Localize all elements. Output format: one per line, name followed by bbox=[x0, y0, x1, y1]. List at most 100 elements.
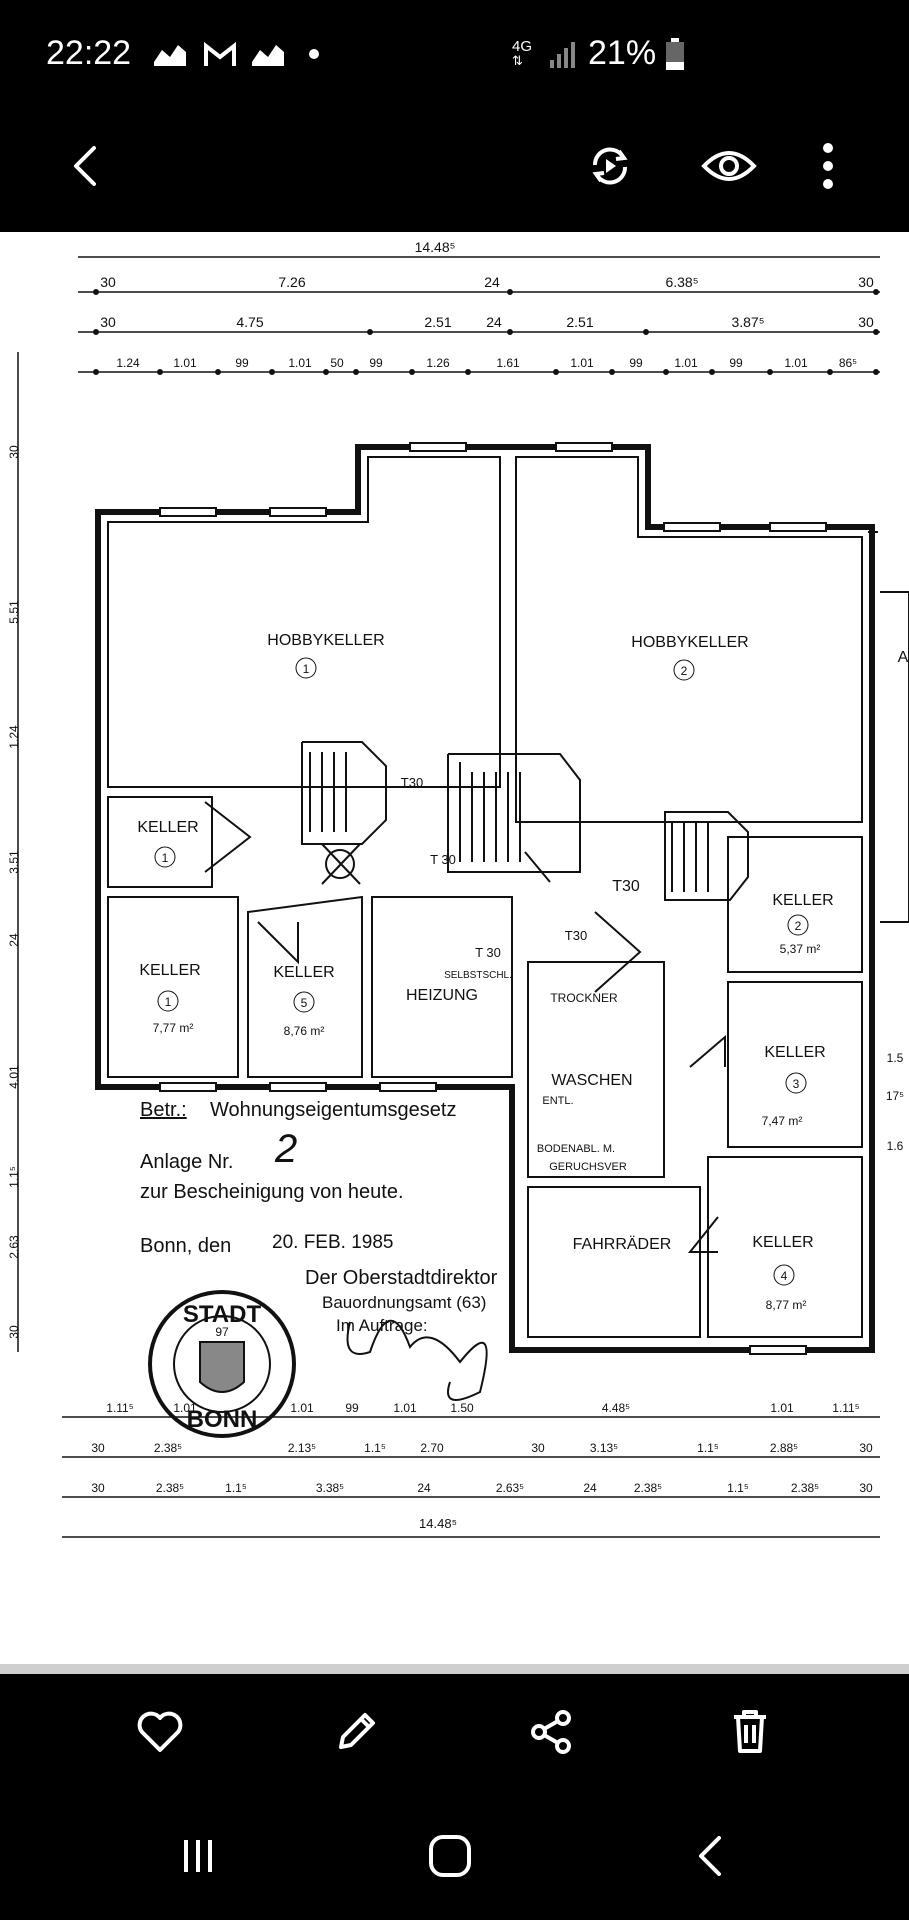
svg-text:7,77 m²: 7,77 m² bbox=[153, 1021, 194, 1035]
svg-text:2.38⁵: 2.38⁵ bbox=[154, 1441, 182, 1455]
room-keller-5: KELLER bbox=[273, 964, 334, 981]
room-keller-2: KELLER bbox=[772, 892, 833, 909]
svg-text:99: 99 bbox=[729, 356, 743, 370]
svg-text:50: 50 bbox=[330, 356, 344, 370]
svg-text:17⁵: 17⁵ bbox=[886, 1089, 904, 1103]
battery-icon bbox=[666, 38, 684, 70]
floor-plan-image: 14.48⁵ 30 7.26 24 6.38⁵ 30 30 4.75 2.51 … bbox=[0, 239, 909, 1674]
back-icon[interactable] bbox=[60, 136, 110, 196]
svg-text:1.1⁵: 1.1⁵ bbox=[727, 1481, 749, 1495]
svg-text:30: 30 bbox=[91, 1441, 105, 1455]
svg-text:1.1⁵: 1.1⁵ bbox=[225, 1481, 247, 1495]
svg-text:BODENABL. M.: BODENABL. M. bbox=[537, 1143, 615, 1155]
svg-text:2.38⁵: 2.38⁵ bbox=[634, 1481, 662, 1495]
svg-text:BONN: BONN bbox=[187, 1406, 258, 1433]
svg-text:2.63: 2.63 bbox=[7, 1235, 21, 1259]
svg-text:1.6: 1.6 bbox=[887, 1139, 904, 1153]
svg-text:2.63⁵: 2.63⁵ bbox=[496, 1481, 524, 1495]
svg-text:86⁵: 86⁵ bbox=[839, 356, 857, 370]
cert-betr-label: Betr.: bbox=[140, 1099, 187, 1121]
cert-anlage: Anlage Nr. bbox=[140, 1151, 233, 1173]
svg-text:4.75: 4.75 bbox=[236, 314, 263, 330]
svg-text:4.48⁵: 4.48⁵ bbox=[602, 1401, 630, 1415]
cert-date: 20. FEB. 1985 bbox=[272, 1232, 393, 1253]
battery-percentage: 21% bbox=[588, 34, 657, 72]
svg-text:Bauordnungsamt (63): Bauordnungsamt (63) bbox=[322, 1293, 486, 1312]
image-viewer[interactable]: 14.48⁵ 30 7.26 24 6.38⁵ 30 30 4.75 2.51 … bbox=[0, 232, 909, 1674]
svg-text:1.01: 1.01 bbox=[784, 356, 808, 370]
svg-text:1.24: 1.24 bbox=[7, 725, 21, 749]
gmail-icon bbox=[204, 41, 236, 66]
room-keller-1a: KELLER bbox=[137, 819, 198, 836]
svg-text:99: 99 bbox=[235, 356, 249, 370]
svg-text:TROCKNER: TROCKNER bbox=[550, 991, 618, 1005]
svg-text:30: 30 bbox=[859, 1441, 873, 1455]
dim-top-total: 14.48⁵ bbox=[415, 239, 456, 255]
viewer-top-bar bbox=[0, 110, 909, 232]
svg-text:1.01: 1.01 bbox=[674, 356, 698, 370]
signature bbox=[346, 1319, 488, 1401]
svg-text:30: 30 bbox=[100, 314, 116, 330]
svg-text:24: 24 bbox=[417, 1481, 431, 1495]
svg-text:30: 30 bbox=[858, 314, 874, 330]
svg-text:3.87⁵: 3.87⁵ bbox=[731, 314, 764, 330]
svg-text:3.13⁵: 3.13⁵ bbox=[590, 1441, 618, 1455]
svg-text:T30: T30 bbox=[565, 928, 587, 943]
back-nav-icon[interactable] bbox=[680, 1826, 740, 1886]
svg-text:1.01: 1.01 bbox=[770, 1401, 794, 1415]
svg-text:24: 24 bbox=[486, 314, 502, 330]
cert-bonn: Bonn, den bbox=[140, 1235, 231, 1257]
svg-text:1.24: 1.24 bbox=[116, 356, 140, 370]
system-nav-bar bbox=[0, 1820, 909, 1900]
svg-text:99: 99 bbox=[345, 1401, 359, 1415]
status-time: 22:22 bbox=[46, 34, 132, 72]
svg-text:1: 1 bbox=[303, 662, 310, 676]
edit-icon[interactable] bbox=[326, 1702, 386, 1762]
dot-icon bbox=[309, 49, 319, 59]
bonn-stamp: STADT BONN 97 bbox=[148, 1290, 296, 1438]
svg-text:1.01: 1.01 bbox=[173, 1401, 197, 1415]
room-fahrraeder: FAHRRÄDER bbox=[573, 1235, 672, 1253]
svg-text:4.01: 4.01 bbox=[7, 1065, 21, 1089]
home-icon[interactable] bbox=[420, 1826, 480, 1886]
svg-text:1.11⁵: 1.11⁵ bbox=[832, 1401, 859, 1415]
svg-text:1.26: 1.26 bbox=[426, 356, 450, 370]
room-keller-4: KELLER bbox=[752, 1234, 813, 1251]
svg-text:3.38⁵: 3.38⁵ bbox=[316, 1481, 344, 1495]
remaster-icon[interactable] bbox=[580, 136, 640, 196]
svg-text:24: 24 bbox=[583, 1481, 597, 1495]
svg-text:30: 30 bbox=[531, 1441, 545, 1455]
svg-text:4: 4 bbox=[781, 1269, 788, 1283]
svg-text:2: 2 bbox=[274, 1127, 297, 1171]
svg-text:1.50: 1.50 bbox=[450, 1401, 474, 1415]
svg-text:30: 30 bbox=[100, 274, 116, 290]
svg-text:GERUCHSVER: GERUCHSVER bbox=[549, 1161, 627, 1173]
svg-text:14.48⁵: 14.48⁵ bbox=[419, 1516, 457, 1531]
svg-text:2.88⁵: 2.88⁵ bbox=[770, 1441, 798, 1455]
cert-betr-text: Wohnungseigentumsgesetz bbox=[210, 1099, 456, 1121]
trash-icon[interactable] bbox=[720, 1702, 780, 1762]
room-hobbykeller-1: HOBBYKELLER bbox=[267, 632, 384, 649]
viewer-bottom-bar bbox=[0, 1688, 909, 1778]
more-icon[interactable] bbox=[808, 136, 848, 196]
svg-text:T 30: T 30 bbox=[475, 945, 501, 960]
room-hobbykeller-2: HOBBYKELLER bbox=[631, 634, 748, 651]
svg-text:6.38⁵: 6.38⁵ bbox=[665, 274, 698, 290]
svg-text:24: 24 bbox=[7, 933, 21, 947]
heart-icon[interactable] bbox=[130, 1702, 190, 1762]
room-waschen: WASCHEN bbox=[551, 1072, 632, 1089]
share-icon[interactable] bbox=[522, 1702, 582, 1762]
svg-text:STADT: STADT bbox=[183, 1301, 262, 1328]
signal-icon bbox=[550, 42, 575, 68]
svg-text:1.1⁵: 1.1⁵ bbox=[7, 1166, 21, 1188]
svg-text:3: 3 bbox=[793, 1077, 800, 1091]
eye-icon[interactable] bbox=[698, 136, 760, 196]
svg-text:97: 97 bbox=[215, 1325, 229, 1339]
recents-icon[interactable] bbox=[168, 1826, 228, 1886]
svg-text:1.01: 1.01 bbox=[393, 1401, 417, 1415]
svg-text:1: 1 bbox=[162, 851, 169, 865]
svg-text:99: 99 bbox=[629, 356, 643, 370]
svg-text:30: 30 bbox=[858, 274, 874, 290]
svg-text:T30: T30 bbox=[612, 878, 640, 895]
svg-text:2: 2 bbox=[795, 919, 802, 933]
